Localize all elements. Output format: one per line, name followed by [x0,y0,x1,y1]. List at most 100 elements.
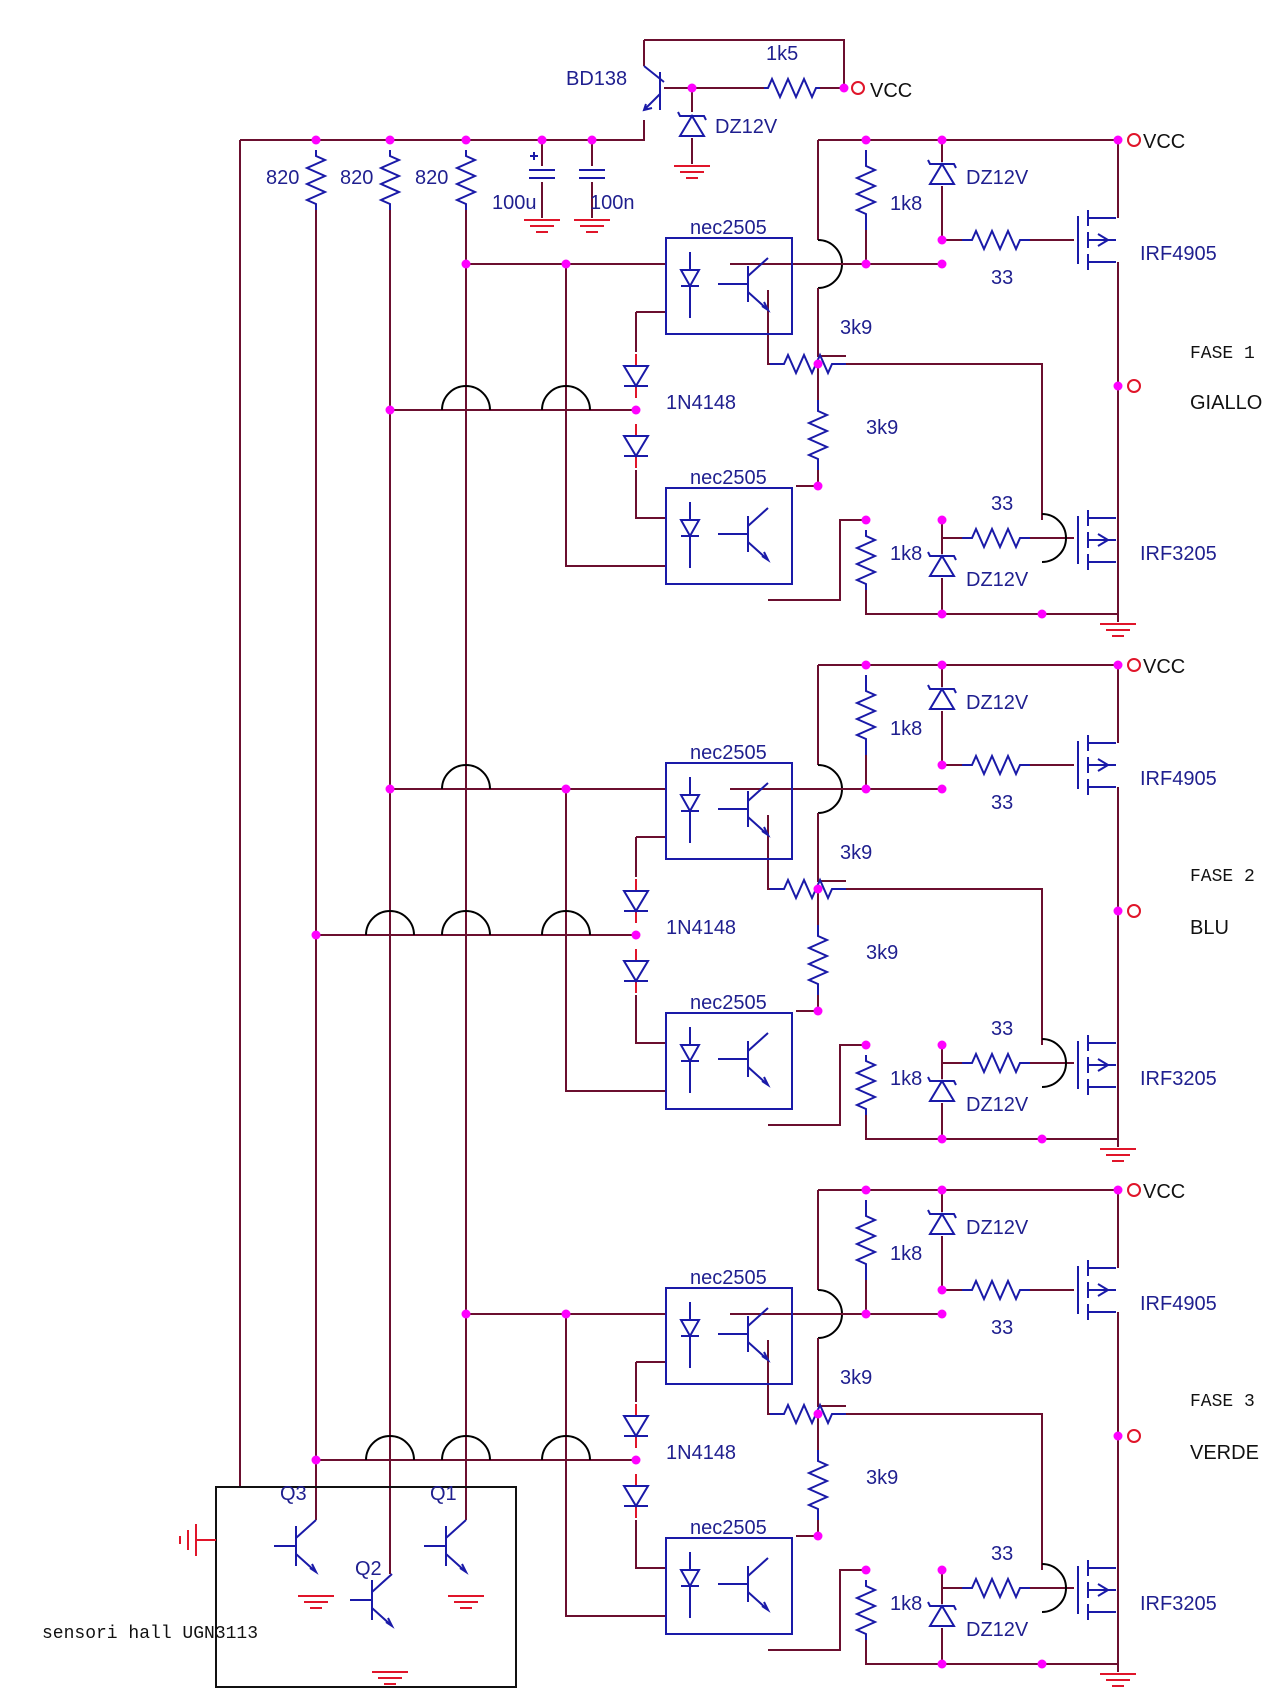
q3-label: Q3 [280,1483,307,1505]
junction-dot [937,1040,947,1050]
junction-dot [937,760,947,770]
pullup-resistor [454,150,478,210]
r3k9-vertical [806,400,830,470]
ground-stage [1100,1673,1136,1687]
optocoupler-low [665,1537,793,1635]
r3k9-horizontal [770,352,846,376]
diode-2: 1N4148 [666,917,736,939]
r33-high-3: 33 [991,1317,1013,1339]
r33-low [962,1576,1030,1600]
r1k8-high [854,675,878,755]
ground-q2 [372,1671,408,1685]
diode-1n4148-a [622,1415,650,1438]
hall-sensor-box [215,1486,517,1688]
diode-1: 1N4148 [666,392,736,414]
wire-crossover-hop [441,764,491,790]
irf4905-3: IRF4905 [1140,1293,1217,1315]
wire-crossover-hop [1041,1038,1067,1088]
zener-high-2: DZ12V [966,692,1029,714]
hall-q3 [274,1519,319,1575]
r1k8-high-1: 1k8 [890,193,922,215]
opto-low-3: nec2505 [690,1517,767,1539]
wire-crossover-hop [541,385,591,411]
junction-dot [385,405,395,415]
input-line-low [565,789,666,1092]
vcc-terminal [1127,658,1141,672]
junction-dot [861,784,871,794]
zener-high [927,159,957,185]
vcc-terminal-top [851,81,865,95]
wire-crossover-hop [441,385,491,411]
junction-dot [1037,1134,1047,1144]
wires [239,39,1120,1672]
junction-dot [1113,906,1123,916]
junction-dot [631,1455,641,1465]
junction-dot [937,135,947,145]
optocoupler-high [665,237,793,335]
hall-q2 [350,1573,395,1629]
r3k9-vertical [806,925,830,995]
opto-transistor [718,507,771,563]
junction-dot [861,259,871,269]
bd138-transistor [642,65,665,112]
r33-high [962,1278,1030,1302]
junction-dot [937,1185,947,1195]
irf4905-1: IRF4905 [1140,243,1217,265]
junction-dot [385,784,395,794]
opto-transistor [718,257,771,313]
junction-dot [311,1455,321,1465]
junction-dot [861,1565,871,1575]
diode-1n4148-a [622,365,650,388]
hall-q1 [424,1519,469,1575]
ground-stage [1100,623,1136,637]
r33-high [962,228,1030,252]
r3k9-horizontal [770,877,846,901]
capacitor [529,169,555,179]
junction-dot [1113,381,1123,391]
r1k8-low-2: 1k8 [890,1068,922,1090]
r1k8-high-3: 1k8 [890,1243,922,1265]
zener-low [927,1601,957,1627]
r3k9-b-3: 3k9 [866,1467,898,1489]
r3k9-a-3: 3k9 [840,1367,872,1389]
r3k9-vertical [806,1450,830,1520]
opto-transistor [718,1032,771,1088]
opto-led [679,1027,701,1093]
wire [768,1044,866,1126]
r1k5-resistor [764,76,820,100]
r1k8-low [854,1580,878,1640]
input-line-low [565,264,666,567]
vcc-stage-2: VCC [1143,656,1185,678]
supply-rail [240,120,645,141]
phase-terminal [1127,379,1141,393]
optocoupler-low [665,1012,793,1110]
wire-crossover-hop [1041,513,1067,563]
junction-dot [461,135,471,145]
components [179,65,1136,1688]
opto-low-1: nec2505 [690,467,767,489]
irf3205-2: IRF3205 [1140,1068,1217,1090]
junction-dot [385,135,395,145]
opto-led [679,777,701,843]
r33-high [962,753,1030,777]
junction-dot [561,1309,571,1319]
r1k8-high [854,150,878,230]
optocoupler-high [665,1287,793,1385]
vcc-stage-1: VCC [1143,131,1185,153]
ground-chassis [179,1524,216,1556]
zener-high-3: DZ12V [966,1217,1029,1239]
junction-dot [631,405,641,415]
wire-crossover-hop [541,910,591,936]
ground-cap [574,219,610,233]
opto-high-1: nec2505 [690,217,767,239]
irf3205-mosfet [1077,510,1116,570]
opto-transistor [718,1307,771,1363]
bd138-loop [644,39,845,88]
opto-transistor [718,1557,771,1613]
stage-1-labels: VCC DZ12V 1k8 nec2505 IRF4905 33 3k9 FAS… [666,131,1262,591]
wire-crossover-hop [441,1435,491,1461]
cap-100u-label: 100u [492,192,537,214]
wire-crossover-hop [365,1435,415,1461]
pullup-resistor [378,150,402,210]
wire [635,1520,666,1569]
